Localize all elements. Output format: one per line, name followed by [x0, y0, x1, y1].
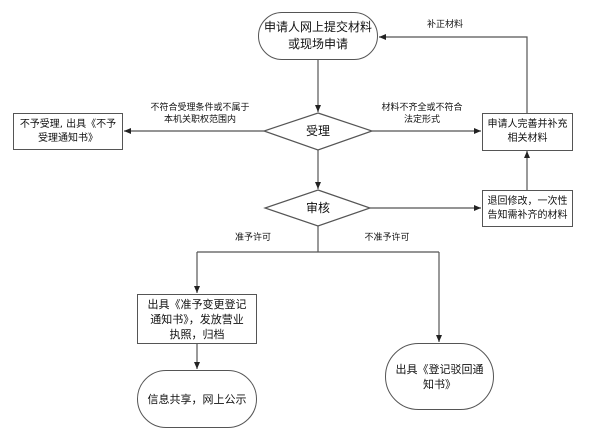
deny-notice-text-2: 知书》: [423, 377, 456, 391]
decision-review-label: 审核: [305, 200, 330, 215]
label-incomplete: 材料不齐全或不符合 法定形式: [372, 102, 472, 126]
decision-accept: 受理: [288, 122, 348, 140]
return-modify-text-1: 退回修改，一次性: [487, 195, 568, 207]
label-not-eligible-1: 不符合受理条件或不属于: [150, 103, 250, 113]
supplement-box: 申请人完善并补充 相关材料: [482, 113, 573, 151]
reject-notice-text-2: 受理通知书》: [38, 132, 98, 144]
publish-node: 信息共享，网上公示: [137, 370, 257, 428]
label-approved: 准予许可: [234, 233, 271, 243]
decision-review-shape: [263, 189, 372, 227]
reject-notice-box: 不予受理, 出具《不予 受理通知书》: [13, 113, 123, 150]
label-not-approved: 不准予许可: [364, 233, 410, 243]
label-incomplete-1: 材料不齐全或不符合: [381, 103, 463, 113]
approve-issue-text-2: 通知书》，发放营业: [150, 312, 244, 326]
approve-issue-text-3: 执照，归档: [169, 327, 225, 341]
start-text-2: 或现场申请: [287, 37, 348, 51]
start-node: 申请人网上提交材料 或现场申请: [258, 12, 378, 60]
label-not-eligible-2: 本机关职权范围内: [163, 115, 236, 125]
publish-text: 信息共享，网上公示: [147, 392, 247, 406]
start-text-1: 申请人网上提交材料: [263, 20, 372, 34]
approve-issue-text-1: 出具《准予变更登记: [147, 297, 247, 311]
decision-review: 审核: [288, 199, 348, 217]
supplement-text-1: 申请人完善并补充: [487, 119, 568, 130]
approve-issue-box: 出具《准予变更登记 通知书》，发放营业 执照，归档: [137, 294, 257, 344]
deny-notice-node: 出具《登记驳回通 知书》: [385, 343, 494, 410]
edge-supplement-to-start: [379, 34, 528, 113]
decision-accept-label: 受理: [305, 123, 330, 138]
label-correct-materials: 补正材料: [426, 20, 463, 30]
supplement-text-2: 相关材料: [507, 133, 548, 144]
label-incomplete-2: 法定形式: [403, 115, 440, 125]
return-modify-text-2: 告知需补齐的材料: [487, 209, 568, 221]
return-modify-box: 退回修改，一次性 告知需补齐的材料: [482, 190, 573, 227]
decision-accept-shape: [262, 112, 374, 151]
deny-notice-text-1: 出具《登记驳回通: [395, 362, 484, 376]
reject-notice-text-1: 不予受理, 出具《不予: [19, 118, 117, 130]
label-not-eligible: 不符合受理条件或不属于 本机关职权范围内: [140, 102, 260, 126]
